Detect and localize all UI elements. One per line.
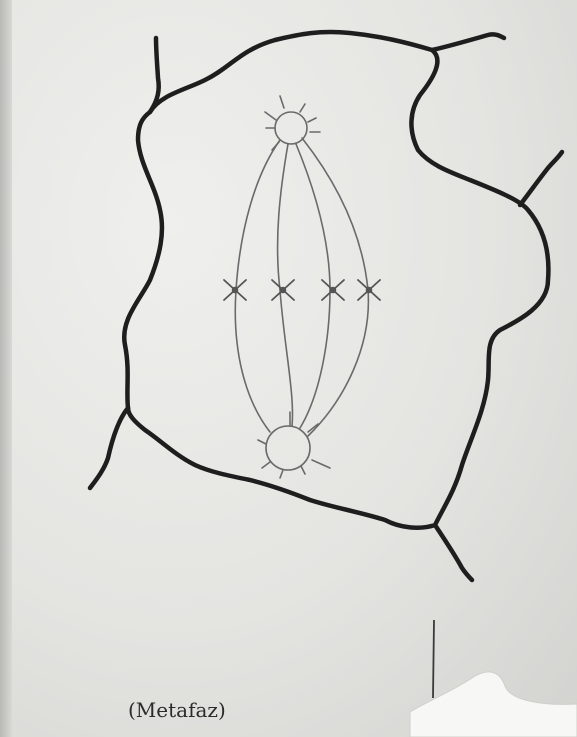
- neighbor-wall-right: [520, 152, 562, 205]
- neighbor-wall-bottom-left: [90, 408, 128, 488]
- cell-outline: [90, 32, 562, 580]
- cell-membrane: [124, 32, 548, 528]
- chromosomes: [224, 280, 380, 300]
- bottom-aster-rays: [258, 412, 330, 478]
- spindle-apparatus: [235, 96, 368, 478]
- paper-flap: [410, 672, 577, 737]
- bottom-centrosome: [266, 426, 310, 470]
- spindle-fibers: [235, 138, 368, 436]
- neighbor-wall-bottom-right: [435, 525, 472, 580]
- neighbor-wall-top-right: [432, 34, 504, 50]
- chromosome: [322, 280, 344, 300]
- stray-pencil-mark: [433, 620, 434, 698]
- neighbor-wall-top-left: [150, 38, 159, 112]
- chromosome: [272, 280, 294, 300]
- top-aster-rays: [265, 96, 320, 150]
- diagram-caption: (Metafaz): [128, 698, 226, 722]
